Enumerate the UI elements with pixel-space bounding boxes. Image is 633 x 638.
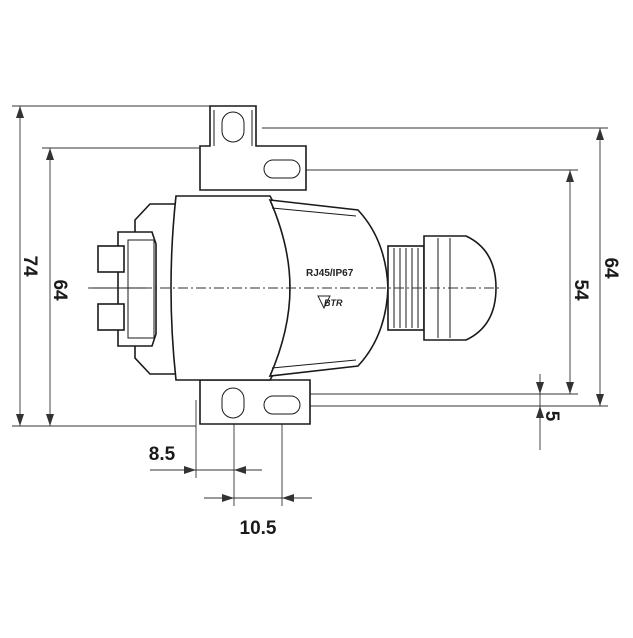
dim-text-5: 5 <box>541 411 562 422</box>
dim-54-group <box>262 169 578 395</box>
dim-text-74: 74 <box>19 255 40 277</box>
dim-text-10-5: 10.5 <box>240 518 277 539</box>
dim-64-left-group <box>42 147 200 426</box>
dim-text-54: 54 <box>570 279 591 301</box>
dim-74-group <box>12 105 222 427</box>
mounting-flange <box>199 105 311 425</box>
dim-text-8-5: 8.5 <box>149 444 176 465</box>
dim-text-64-right: 64 <box>600 257 621 279</box>
bottom-side-slot <box>263 395 301 415</box>
cable-gland <box>387 235 497 341</box>
dim-5-group <box>536 374 544 450</box>
dim-64-right-group <box>262 127 608 407</box>
brand-logo-mark <box>317 295 331 310</box>
dim-text-64-left: 64 <box>49 279 70 301</box>
top-mounting-slot <box>221 111 245 143</box>
top-side-slot <box>263 159 301 179</box>
bottom-mounting-slot <box>221 387 245 419</box>
dim-10-5-group <box>204 410 312 506</box>
connector-label: RJ45/IP67 <box>306 268 354 279</box>
brand-logo: BTR <box>324 298 343 308</box>
